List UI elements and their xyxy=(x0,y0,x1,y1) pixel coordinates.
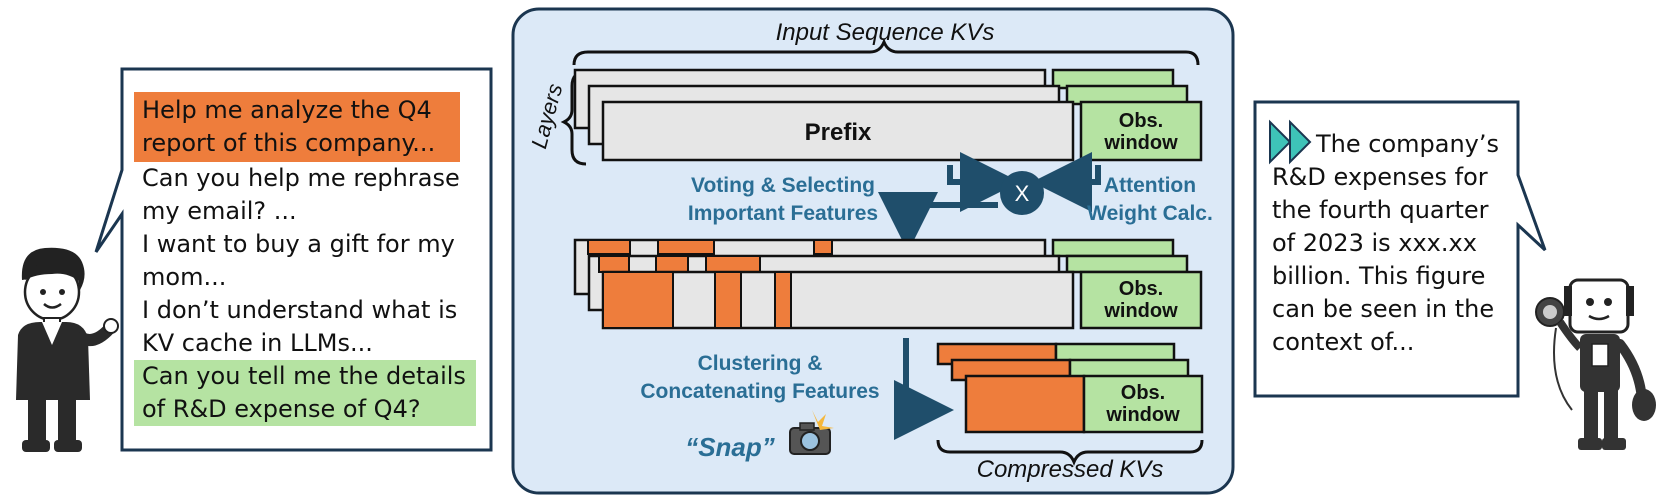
obs-window-label-1-line2: window xyxy=(1103,132,1178,154)
obs-window-label-2-line2: window xyxy=(1103,300,1178,322)
answer-line: of 2023 is xxx.xx xyxy=(1272,229,1477,257)
multiply-symbol: X xyxy=(1015,181,1030,206)
answer-line: R&D expenses for xyxy=(1272,163,1488,191)
arrow-to-compressed xyxy=(894,338,954,440)
obs-window-block xyxy=(1079,100,1203,162)
query-line: I don’t understand what is xyxy=(142,296,458,324)
query-3: I want to buy a gift for my mom... xyxy=(134,228,484,294)
attention-label-line2: Weight Calc. xyxy=(1087,202,1213,225)
fast-forward-icon xyxy=(1269,119,1312,165)
obs-window-label-1-line1: Obs. xyxy=(1119,110,1163,132)
clustering-label-line1: Clustering & xyxy=(698,352,823,375)
query-4: I don’t understand what is KV cache in L… xyxy=(134,294,484,360)
compressed-kv-stack xyxy=(936,342,1204,434)
prefix-block xyxy=(601,100,1075,162)
query-5: Can you tell me the details of R&D expen… xyxy=(134,360,476,426)
compressed-kvs-label: Compressed KVs xyxy=(977,456,1164,483)
clustering-label-line2: Concatenating Features xyxy=(640,380,879,403)
selected-kv-stack xyxy=(573,238,1203,330)
arrow-obs-to-x xyxy=(1032,152,1101,212)
attention-label-line1: Attention xyxy=(1104,174,1196,197)
input-sequence-label: Input Sequence KVs xyxy=(776,19,995,46)
input-kv-stack xyxy=(573,68,1203,162)
arrow-prefix-to-x xyxy=(947,152,1020,212)
top-brace xyxy=(572,37,1200,66)
robot-photographer-icon xyxy=(1535,278,1656,450)
answer-line: context of... xyxy=(1272,328,1415,356)
query-line: Can you help me rephrase xyxy=(142,164,460,192)
query-2: Can you help me rephrase my email? ... xyxy=(134,162,484,228)
query-line: Help me analyze the Q4 xyxy=(142,96,432,124)
bottom-brace xyxy=(936,439,1204,467)
query-line: KV cache in LLMs... xyxy=(142,329,373,357)
person-icon xyxy=(16,247,119,452)
right-speech-bubble xyxy=(1253,100,1547,398)
query-line: mom... xyxy=(142,263,227,291)
voting-label-line1: Voting & Selecting xyxy=(691,174,875,197)
left-speech-bubble xyxy=(94,67,493,452)
snap-label: “Snap” xyxy=(685,432,775,462)
answer-line: The company’s xyxy=(1316,130,1500,158)
obs-window-label-3-line2: window xyxy=(1105,404,1180,426)
answer-line: billion. This figure xyxy=(1272,262,1486,290)
answer-line: can be seen in the xyxy=(1272,295,1495,323)
right-bubble-answer: The company’s R&D expenses for the fourt… xyxy=(1272,128,1512,359)
left-bubble-queries: Help me analyze the Q4 report of this co… xyxy=(134,92,484,426)
query-line: my email? ... xyxy=(142,197,297,225)
query-line: Can you tell me the details xyxy=(142,362,466,390)
camera-flash-icon xyxy=(789,410,834,455)
layers-brace xyxy=(560,70,587,166)
query-1: Help me analyze the Q4 report of this co… xyxy=(134,92,460,162)
query-line: I want to buy a gift for my xyxy=(142,230,455,258)
arrow-x-to-selected xyxy=(878,192,998,252)
query-line: report of this company... xyxy=(142,129,436,157)
voting-label-line2: Important Features xyxy=(688,202,878,225)
obs-window-label-2-line1: Obs. xyxy=(1119,278,1163,300)
obs-window-label-3-line1: Obs. xyxy=(1121,382,1165,404)
answer-line: the fourth quarter xyxy=(1272,196,1489,224)
prefix-label: Prefix xyxy=(805,119,872,146)
query-line: of R&D expense of Q4? xyxy=(142,395,421,423)
multiply-circle xyxy=(1000,171,1044,215)
